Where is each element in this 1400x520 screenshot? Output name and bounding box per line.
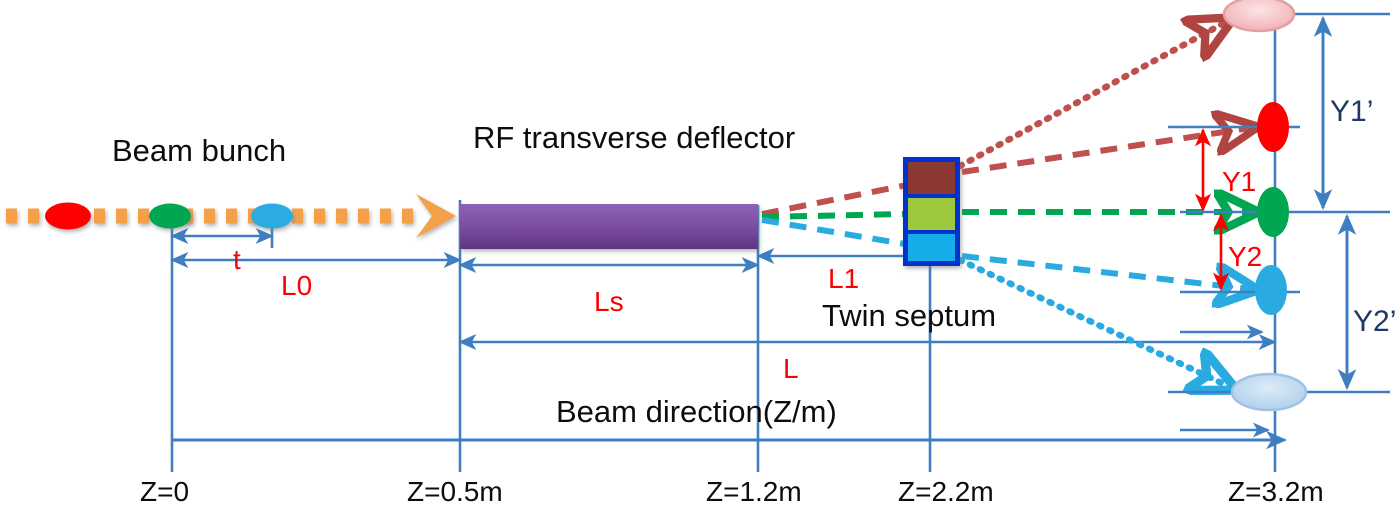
rf-deflector-body — [460, 204, 758, 249]
bunch-cyan-ellipse — [251, 203, 293, 229]
trajectories-dotted — [956, 22, 1228, 386]
septum-cell-top — [908, 162, 955, 194]
label-dim-Y2-prime: Y2’ — [1353, 305, 1397, 338]
label-beam-bunch: Beam bunch — [112, 133, 287, 168]
axis-tick-z12: Z=1.2m — [706, 476, 802, 507]
traj-red-dotted-up — [956, 22, 1226, 170]
traj-green-to-septum — [761, 210, 953, 220]
screen-lead-arrows — [1180, 324, 1270, 438]
spot-lightblue-bottom — [1230, 372, 1308, 412]
beam-bunches — [45, 202, 293, 230]
bunch-red-ellipse — [45, 202, 91, 230]
label-dim-Y2: Y2 — [1228, 241, 1263, 272]
label-twin-septum: Twin septum — [822, 298, 997, 333]
traj-red-to-septum — [761, 173, 953, 217]
dim-Yprime-group — [1313, 15, 1357, 391]
label-axis-caption: Beam direction(Z/m) — [556, 394, 837, 429]
spot-pink-top — [1222, 0, 1296, 33]
spot-red — [1257, 102, 1289, 152]
label-dim-Ls: Ls — [594, 286, 624, 317]
spot-green — [1257, 187, 1289, 237]
axis-tick-z0: Z=0 — [140, 476, 190, 507]
screen-spots — [1222, 0, 1308, 412]
beam-direction-arrowhead — [416, 194, 456, 238]
bunch-green-ellipse — [149, 203, 191, 229]
traj-red-to-screen — [961, 128, 1250, 175]
label-rf-deflector: RF transverse deflector — [473, 120, 796, 155]
label-dim-L1: L1 — [828, 263, 860, 294]
septum-cell-bottom — [908, 234, 955, 261]
rf-deflector-rect — [460, 204, 758, 249]
label-dim-Y1-prime: Y1’ — [1330, 95, 1374, 128]
axis-tick-z32: Z=3.2m — [1228, 476, 1324, 507]
label-dim-Y1: Y1 — [1222, 166, 1257, 197]
twin-septum-body — [903, 157, 960, 266]
dim-Y-group — [1194, 128, 1230, 291]
spot-cyan — [1255, 265, 1287, 315]
axis-tick-z05: Z=0.5m — [407, 476, 503, 507]
traj-cyan-dotted-down — [956, 256, 1228, 386]
label-dim-L0: L0 — [281, 270, 313, 301]
label-dim-t: t — [233, 244, 241, 275]
label-dim-L: L — [783, 353, 799, 384]
traj-cyan-to-septum — [761, 217, 953, 255]
traj-cyan-to-screen — [961, 253, 1250, 289]
axis-tick-z22: Z=2.2m — [898, 476, 994, 507]
septum-cell-middle — [908, 198, 955, 230]
